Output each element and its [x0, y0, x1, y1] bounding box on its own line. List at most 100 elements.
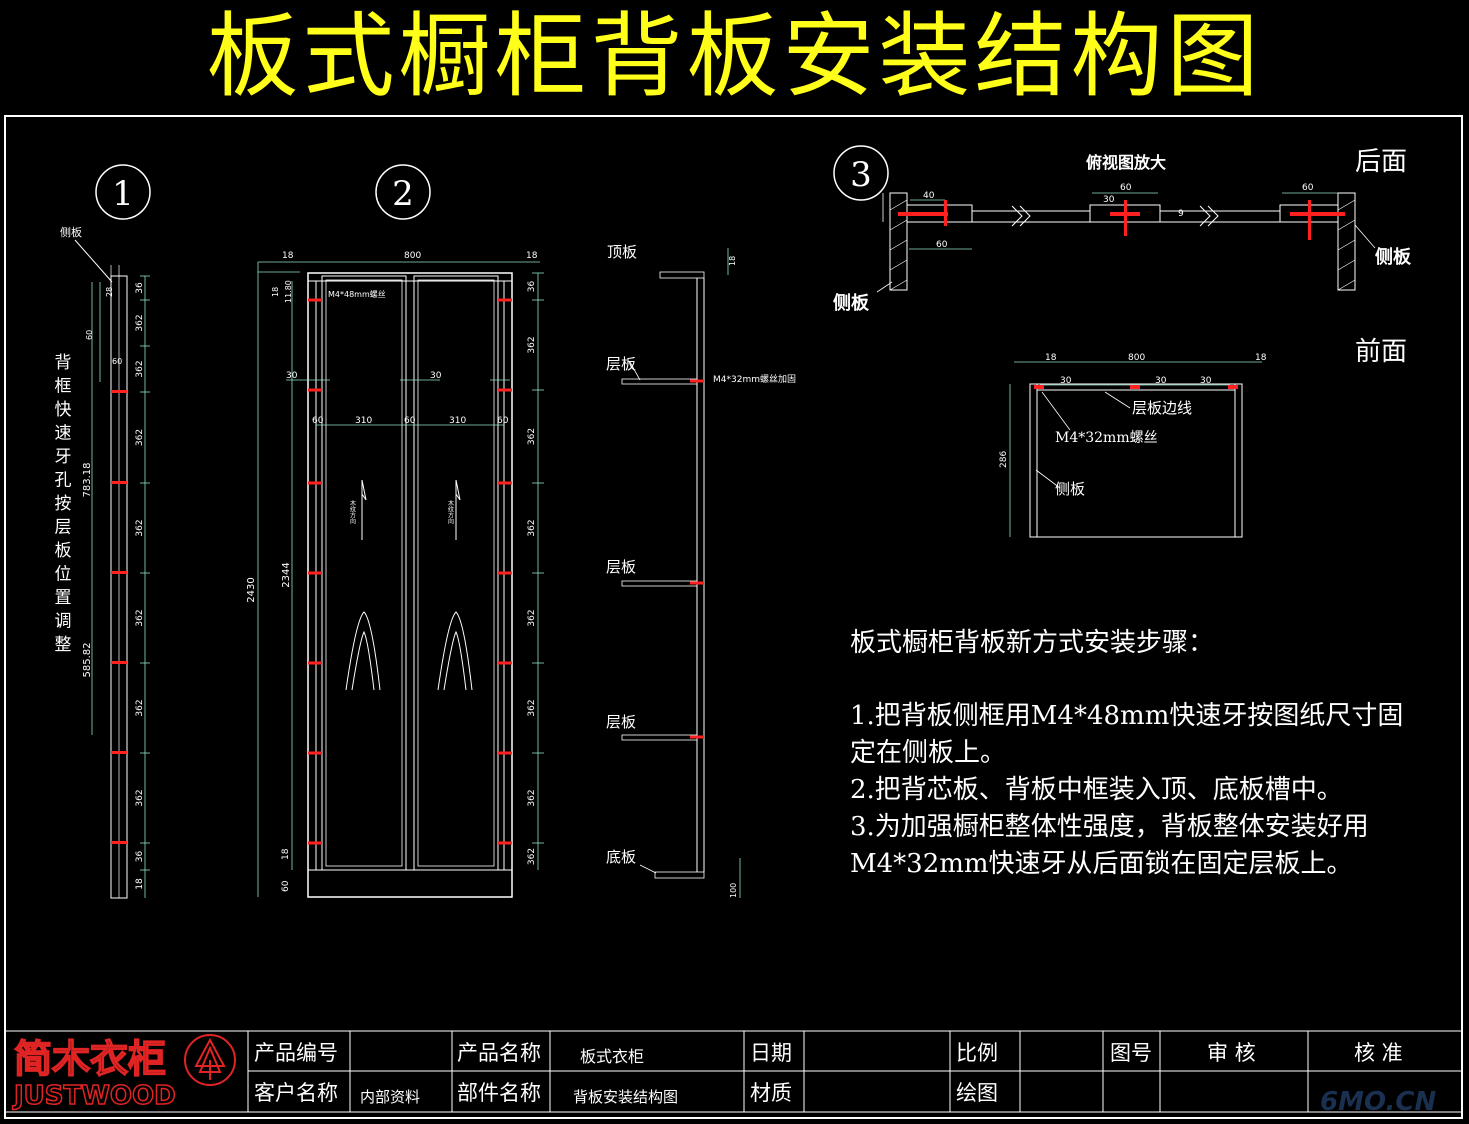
view-1-note-char: 背 — [55, 353, 72, 373]
view-2-right-dim-label: 36 — [527, 281, 537, 293]
view-2-screw-mark — [308, 388, 322, 392]
scale-label: 比例 — [956, 1041, 998, 1065]
view-3-dim-60-left: 60 — [936, 240, 948, 250]
approve-label: 核 准 — [1354, 1041, 1403, 1065]
view-2-screw-label: M4*48mm螺丝 — [328, 289, 386, 299]
watermark: 6MO.CN — [1320, 1087, 1436, 1117]
section-top-label: 顶板 — [607, 243, 637, 261]
view-1-dim-label: 362 — [135, 519, 145, 536]
view-1-screw-mark — [111, 751, 127, 754]
view-1-note-char: 框 — [55, 377, 72, 397]
drawing-frame — [4, 115, 1463, 1119]
view-1-number: 1 — [112, 174, 134, 214]
step-line-2: 定在侧板上。 — [850, 738, 1007, 768]
product-name-value: 板式衣柜 — [580, 1047, 644, 1066]
view-1-note-char: 孔 — [55, 471, 72, 491]
view-3-title: 俯视图放大 — [1086, 153, 1166, 172]
front-dim-left: 18 — [1045, 353, 1057, 363]
section-screw-mark — [690, 581, 704, 585]
view-2-screw-mark — [498, 571, 512, 575]
view-2-dim-inner: 2344 — [281, 562, 292, 587]
view-3-screws — [898, 200, 1345, 240]
section-shelf-3-label: 层板 — [606, 713, 636, 731]
part-value: 背板安装结构图 — [573, 1088, 678, 1106]
view-1-dim-label: 362 — [135, 609, 145, 626]
review-label: 审 核 — [1207, 1041, 1256, 1065]
view-1-dim-label: 362 — [135, 360, 145, 377]
view-1-dim-long-a: 783.18 — [82, 463, 93, 498]
view-2-right-dim-label: 362 — [527, 609, 537, 626]
view-3-number-circle — [833, 145, 889, 201]
view-2-dim-310-left: 310 — [355, 416, 372, 426]
view-3-dim-60-mid: 60 — [1120, 183, 1132, 193]
view-2-dim-top-left: 18 — [282, 251, 294, 261]
view-3 — [833, 145, 1376, 293]
view-2-screw-mark — [498, 841, 512, 845]
view-2-dim-30-mid: 30 — [430, 371, 442, 381]
view-1-screw-mark — [111, 390, 127, 393]
view-2-screw-mark — [308, 298, 322, 302]
view-1-dim-long-b: 585.82 — [82, 643, 93, 678]
view-1-dim-label: 36 — [135, 282, 145, 294]
view-1-number-circle — [95, 164, 151, 220]
material-label: 材质 — [750, 1081, 792, 1105]
view-2-number: 2 — [392, 174, 414, 214]
title-block — [5, 1030, 1462, 1113]
view-1-screw-mark — [111, 571, 127, 574]
product-name-label: 产品名称 — [457, 1041, 541, 1065]
section-shelf-2-label: 层板 — [606, 558, 636, 576]
section-screw-mark — [690, 735, 704, 739]
page-title: 板式橱柜背板安装结构图 — [206, 3, 1263, 110]
view-1-screw-mark — [111, 841, 127, 844]
front-dim-30-b: 30 — [1155, 376, 1167, 386]
view-1-note-char: 置 — [55, 588, 72, 608]
view-2-dim-top-right: 18 — [526, 251, 538, 261]
view-1-note-char: 牙 — [55, 447, 72, 467]
view-2-dim-top-small-b: 11.80 — [284, 280, 293, 303]
view-1-screw-mark — [111, 661, 127, 664]
section-dim-bottom: 100 — [729, 883, 738, 898]
view-1-dim-label: 362 — [135, 789, 145, 806]
view-2-grain-text-left: 木纹方向 — [349, 499, 356, 524]
view-1-dim-label: 36 — [135, 851, 145, 863]
view-2-right-dim-label: 362 — [527, 428, 537, 445]
view-2-right-dim-label: 362 — [527, 336, 537, 353]
view-3-back-label: 后面 — [1355, 147, 1407, 177]
section-bottom-label: 底板 — [606, 848, 636, 866]
view-1-note-char: 层 — [55, 518, 72, 538]
view-3-number: 3 — [850, 155, 872, 195]
view-1-note-char: 速 — [55, 424, 72, 444]
view-2-right-dim-label: 362 — [527, 699, 537, 716]
view-1-dim-label: 18 — [135, 878, 145, 890]
customer-label: 客户名称 — [254, 1081, 338, 1105]
view-1-dim-label: 362 — [135, 314, 145, 331]
product-code-label: 产品编号 — [254, 1041, 338, 1065]
view-2-number-circle — [375, 164, 431, 220]
view-2-dim-top-small-a: 18 — [271, 287, 280, 297]
view-1-note-char: 位 — [55, 565, 72, 585]
view-2-dim-bottom-b: 60 — [281, 880, 291, 892]
view-2-grain-text-right: 木纹方向 — [447, 499, 454, 524]
front-screw-label: M4*32mm螺丝 — [1055, 430, 1158, 446]
view-3-dim-60-right: 60 — [1302, 183, 1314, 193]
section-screw-label: M4*32mm螺丝加固 — [713, 373, 796, 385]
front-height-dim: 286 — [999, 451, 1009, 468]
view-2-right-dim-label: 362 — [527, 789, 537, 806]
view-2-screw-mark — [308, 571, 322, 575]
part-label: 部件名称 — [457, 1081, 541, 1105]
step-line-4: 3.为加强橱柜整体性强度，背板整体安装好用 — [850, 812, 1369, 842]
section-dim-top: 18 — [728, 256, 737, 266]
view-1-note-char: 板 — [55, 541, 72, 561]
view-2-screw-mark — [308, 841, 322, 845]
view-2-dim-60-right: 60 — [497, 416, 509, 426]
view-3-side-left: 侧板 — [833, 292, 870, 314]
front-dim-right: 18 — [1255, 353, 1267, 363]
view-3-dim-30: 30 — [1103, 195, 1115, 205]
view-2-screw-mark — [308, 481, 322, 485]
customer-value: 内部资料 — [360, 1088, 420, 1106]
view-2-screw-mark — [308, 661, 322, 665]
view-1-note-char: 快 — [55, 400, 72, 420]
